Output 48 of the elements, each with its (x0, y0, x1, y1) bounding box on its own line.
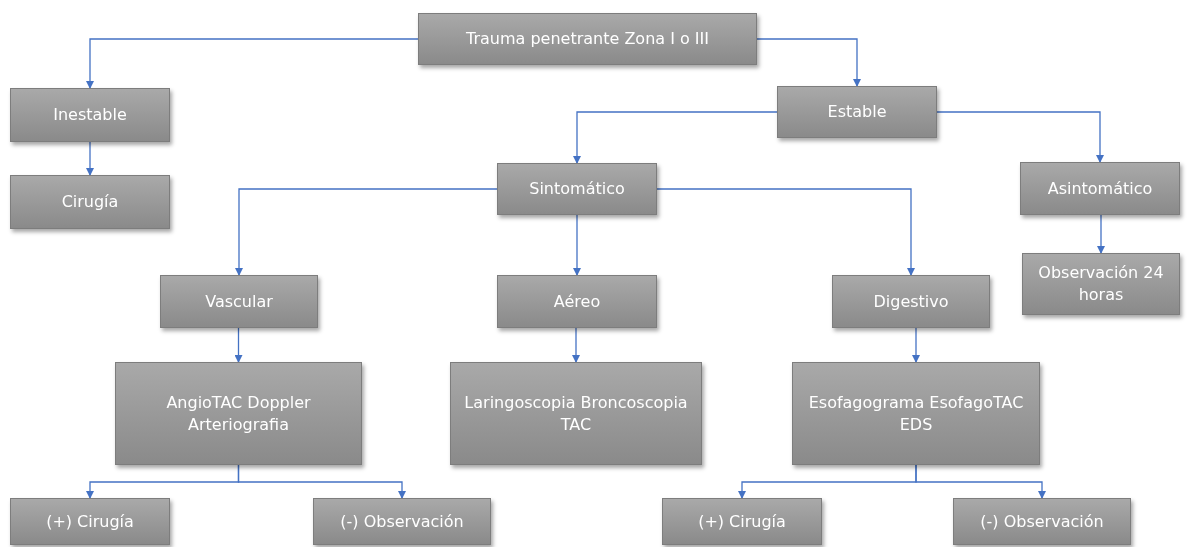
connector-arrow (86, 38, 419, 89)
connector-arrow (915, 464, 1046, 499)
process-box (1022, 253, 1180, 315)
box-label: Vascular (205, 290, 273, 313)
process-box (792, 362, 1040, 465)
box-label: (-) Observación (340, 510, 464, 533)
process-box (1020, 162, 1180, 215)
process-box (497, 163, 657, 215)
connector-arrow (572, 327, 580, 363)
connector-arrow (936, 111, 1104, 163)
process-box (662, 498, 822, 545)
box-label: Sintomático (529, 178, 625, 200)
box-label: (+) Cirugía (46, 510, 134, 533)
process-box (497, 275, 657, 328)
process-box (450, 362, 702, 465)
box-label: Esofagograma EsofagoTAC EDS (807, 391, 1025, 436)
connector-arrow (237, 464, 406, 499)
process-box (10, 498, 170, 545)
box-label: Aéreo (553, 290, 601, 313)
process-box (160, 275, 318, 328)
connector-arrow (1097, 214, 1105, 254)
process-box (953, 498, 1131, 545)
box-label: AngioTAC Doppler Arteriografia (165, 391, 312, 436)
box-label: Asintomático (1047, 177, 1153, 200)
box-label: Observación 24 horas (1037, 262, 1165, 306)
box-label: Inestable (53, 104, 127, 126)
box-label: Estable (827, 101, 887, 123)
box-label: Laringoscopia Broncoscopia TAC (463, 391, 689, 436)
process-box (418, 13, 757, 65)
connector-arrow (912, 327, 920, 363)
box-label: (-) Observación (980, 510, 1104, 533)
process-box (832, 275, 990, 328)
box-label: Trauma penetrante Zona I o III (466, 28, 709, 50)
process-box (10, 175, 170, 229)
box-label: Digestivo (873, 290, 949, 313)
process-box (313, 498, 491, 545)
box-label: Cirugía (61, 191, 119, 213)
process-box (10, 88, 170, 142)
process-box (115, 362, 362, 465)
process-box (777, 86, 937, 138)
connector-arrow (573, 214, 581, 276)
connector-arrow (756, 38, 861, 87)
box-label: (+) Cirugía (698, 510, 786, 533)
connector-arrow (235, 188, 498, 276)
connector-arrow (656, 188, 915, 276)
connector-arrow (573, 111, 778, 164)
connector-arrow (86, 141, 94, 176)
connector-arrow (234, 327, 243, 363)
